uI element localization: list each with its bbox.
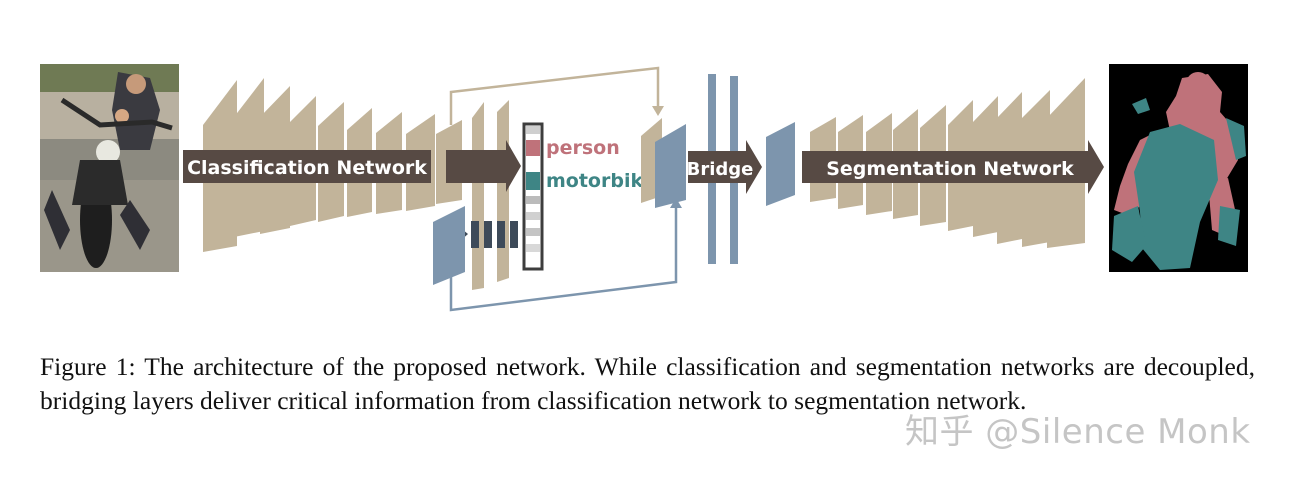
classification-arrow: Classification Network bbox=[183, 150, 431, 183]
class-label-person: person bbox=[546, 137, 620, 159]
fc-layer bbox=[497, 100, 509, 282]
class-score-column bbox=[522, 122, 544, 271]
bridge-arrow-label: Bridge bbox=[687, 159, 754, 180]
classification-arrow-label: Classification Network bbox=[187, 157, 427, 179]
output-segmentation-mask bbox=[1109, 64, 1248, 272]
watermark: 知乎 @Silence Monk bbox=[905, 412, 1251, 452]
class-label-motorbike: motorbike bbox=[546, 170, 655, 192]
figure-caption: Figure 1: The architecture of the propos… bbox=[40, 352, 1255, 415]
class-feature-layer bbox=[433, 206, 465, 285]
classification-arrow-head bbox=[446, 140, 521, 192]
architecture-diagram: Classification Network person motorbike bbox=[40, 64, 1248, 312]
bridge-connectors bbox=[449, 66, 682, 312]
bridge-arrow: Bridge bbox=[687, 140, 762, 194]
bridge-output-layer bbox=[766, 122, 795, 206]
input-photo bbox=[40, 64, 179, 272]
bridge-input-blue bbox=[655, 124, 686, 208]
fc-layer bbox=[472, 102, 484, 290]
segmentation-arrow: Segmentation Network bbox=[802, 140, 1104, 194]
segmentation-arrow-label: Segmentation Network bbox=[826, 158, 1074, 180]
